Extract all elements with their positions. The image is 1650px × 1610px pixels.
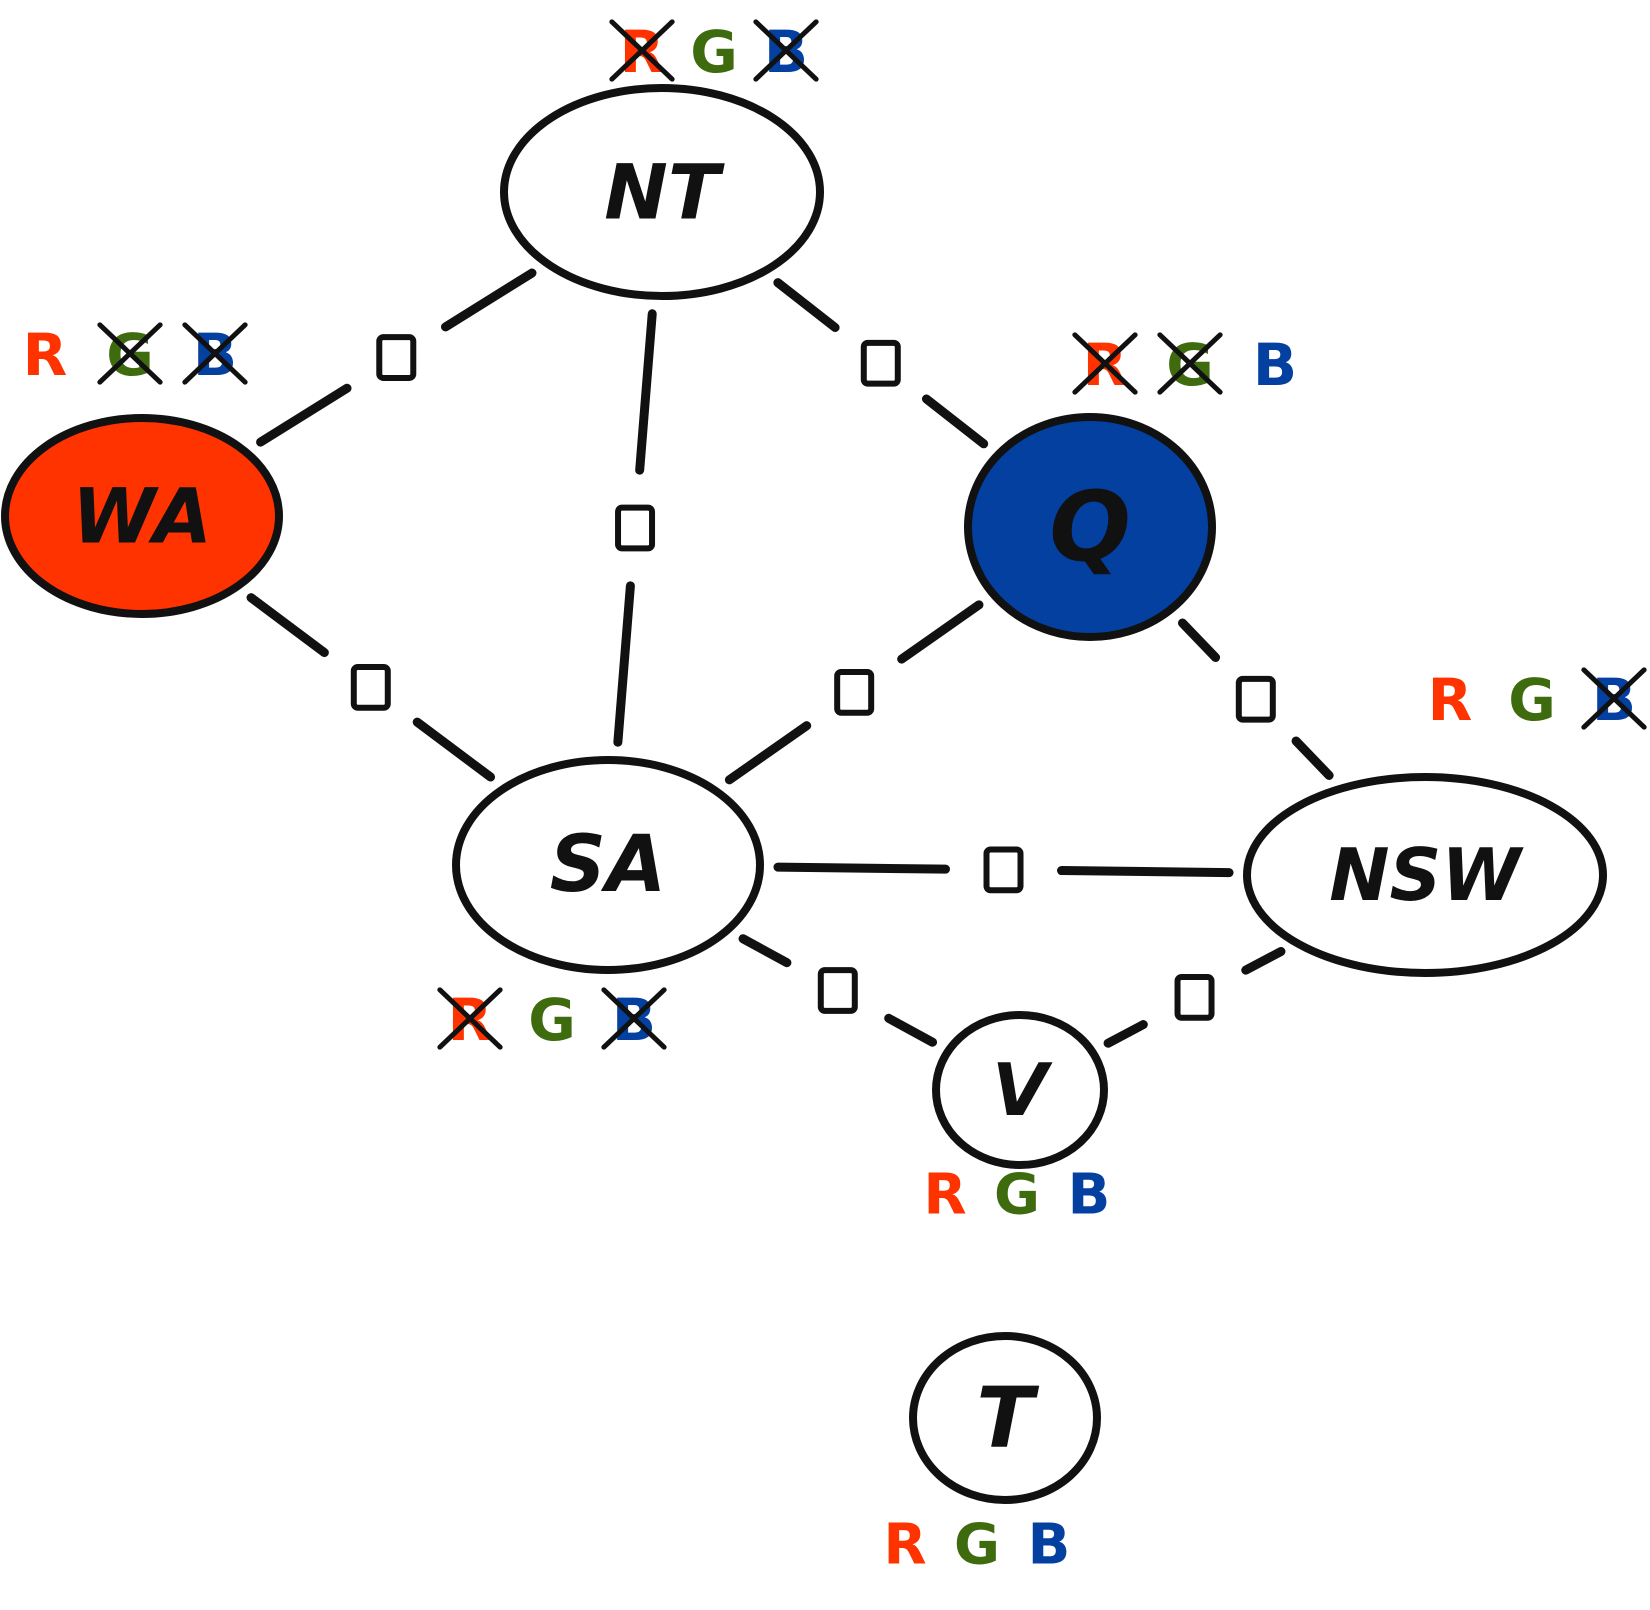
constraint-box: ≠ [817,967,858,1014]
cross-out-mark [1581,667,1647,730]
constraint-box: ≠ [350,663,391,711]
domain-q: RGB [1072,331,1297,399]
domain-letter-r: R [1428,666,1473,734]
node-ellipse [1243,773,1607,977]
node-ellipse [500,84,824,300]
edges-layer: ≠ ≠ ≠ ≠ ≠ ≠ ≠ ≠ ≠ [246,268,1334,1048]
edge-segment [1057,866,1234,878]
node-label: T [976,1369,1039,1467]
edge-segment [1103,1020,1148,1048]
cross-out-mark [182,322,248,385]
edge-segment [246,593,329,658]
domain-wa: RGB [23,321,248,389]
edge-nt-q: ≠ [773,278,989,449]
cross-out-mark [1072,332,1138,395]
node-label: WA [72,472,212,561]
edge-segment [635,309,657,475]
node-ellipse [932,1011,1108,1169]
cross-out-mark [601,987,667,1050]
edge-segment [613,581,635,747]
node-sa[interactable]: SA [452,756,764,974]
edge-segment [738,934,792,968]
node-label: NT [604,148,725,237]
edge-segment [256,383,352,447]
edge-q-sa: ≠ [724,600,984,785]
cross-out-mark [609,19,675,82]
cross-out-mark [1157,332,1223,395]
edge-nt-sa: ≠ [613,309,657,747]
edge-segment [724,721,812,785]
constraint-box: ≠ [834,668,875,716]
node-nt[interactable]: NT [500,84,824,300]
edge-segment [1291,736,1334,780]
node-nsw[interactable]: NSW [1243,773,1607,977]
node-ellipse [452,756,764,974]
node-ellipse [964,413,1216,641]
node-label: Q [1049,471,1131,583]
constraint-box: ≠ [860,339,901,387]
edge-nt-wa: ≠ [256,268,537,447]
node-v[interactable]: V [932,1011,1108,1169]
edge-segment [921,394,989,449]
domain-letter-g: G [994,1163,1040,1228]
edge-q-nsw: ≠ [1177,618,1334,780]
domain-letter-g: G [528,986,576,1054]
edge-segment [441,268,537,332]
domain-letter-b: B [1028,1513,1071,1578]
node-ellipse [1,414,283,618]
constraint-box: ≠ [615,504,656,552]
edge-nsw-v: ≠ [1103,946,1286,1048]
domains-layer: RGBRGBRGBRGBRGBRGBRGB [23,18,1647,1578]
domain-letter-g: G [1508,666,1556,734]
edge-segment [773,278,840,332]
edge-wa-sa: ≠ [246,593,496,782]
domain-letter-g: G [690,18,738,86]
constraint-box: ≠ [983,846,1024,894]
constraint-box: ≠ [1174,973,1215,1021]
node-q[interactable]: Q [964,413,1216,641]
edge-segment [1177,618,1221,662]
cross-out-mark [753,19,819,82]
domain-sa: RGB [437,986,667,1054]
edge-segment [773,862,951,874]
constraint-box: ≠ [376,334,417,381]
nodes-layer: NT WA Q SA NSW V T [1,84,1607,1504]
domain-letter-g: G [954,1513,1000,1578]
node-wa[interactable]: WA [1,414,283,618]
edge-sa-v: ≠ [738,934,938,1047]
node-label: SA [550,820,667,910]
cross-out-mark [97,322,163,385]
domain-letter-r: R [23,321,68,389]
node-label: NSW [1329,833,1524,917]
domain-letter-b: B [1253,331,1297,399]
node-ellipse [909,1332,1101,1504]
domain-letter-r: R [923,1163,966,1228]
edge-sa-nsw: ≠ [773,846,1234,894]
edge-segment [884,1013,938,1047]
edge-segment [412,717,496,782]
domain-letter-r: R [883,1513,926,1578]
cross-out-mark [437,987,503,1050]
edge-segment [897,600,984,664]
edge-segment [1241,946,1286,975]
constraint-box: ≠ [1235,675,1276,723]
domain-nt: RGB [609,18,819,86]
node-label: V [992,1048,1053,1132]
node-t[interactable]: T [909,1332,1101,1504]
domain-letter-b: B [1068,1163,1111,1228]
domain-nsw: RGB [1428,666,1647,734]
